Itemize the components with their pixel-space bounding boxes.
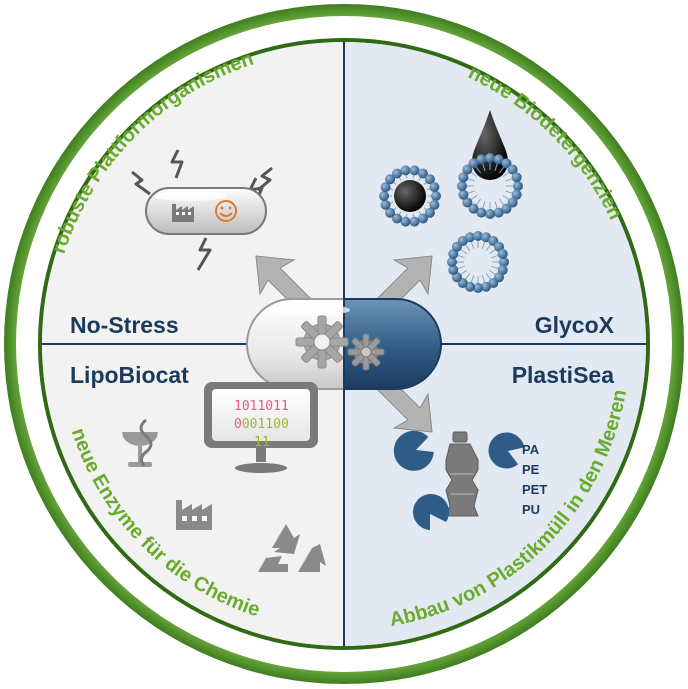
micelle-ring bbox=[457, 153, 523, 219]
inner-ring bbox=[38, 38, 650, 650]
binary-line-3: 11 bbox=[254, 435, 270, 450]
label-glycox: GlycoX bbox=[535, 312, 615, 338]
label-lipobiocat: LipoBiocat bbox=[70, 362, 189, 388]
bioreactor-gears-icon bbox=[246, 298, 442, 390]
plastic-type-pu: PU bbox=[522, 502, 540, 517]
label-no-stress: No-Stress bbox=[70, 312, 179, 338]
smiley-icon bbox=[215, 200, 237, 222]
pharmacy-bowl-snake-icon bbox=[122, 418, 158, 467]
binary-line-2: 0001100 bbox=[234, 417, 289, 432]
plastic-bottle-pacman-enzymes-icon bbox=[393, 430, 525, 530]
plastic-type-list: PA PE PET PU bbox=[522, 442, 547, 517]
label-plastisea: PlastiSea bbox=[512, 362, 614, 388]
plastic-type-pa: PA bbox=[522, 442, 540, 457]
factory-icon bbox=[172, 204, 194, 222]
micelle-oil-drop-icon bbox=[379, 110, 523, 293]
gear-large-icon bbox=[295, 315, 349, 369]
plastic-type-pe: PE bbox=[522, 462, 540, 477]
gear-small-icon bbox=[347, 333, 385, 371]
stressed-cell-factory-smiley-icon bbox=[131, 149, 273, 271]
recycle-icon bbox=[258, 524, 326, 572]
binary-line-2-first: 0 bbox=[234, 417, 242, 432]
binary-line-2-rest: 001100 bbox=[242, 417, 289, 432]
plastic-type-pet: PET bbox=[522, 482, 547, 497]
binary-line-1: 1011011 bbox=[234, 399, 289, 414]
factory-icon bbox=[176, 500, 212, 530]
micelle-with-oil bbox=[394, 180, 426, 212]
micelle-ring bbox=[379, 165, 441, 227]
binary-monitor-icon: 1011011 0001100 11 bbox=[204, 382, 318, 473]
micelle-ring bbox=[447, 231, 509, 293]
plastic-bottle bbox=[445, 431, 479, 517]
pacman-enzymes bbox=[393, 430, 525, 530]
